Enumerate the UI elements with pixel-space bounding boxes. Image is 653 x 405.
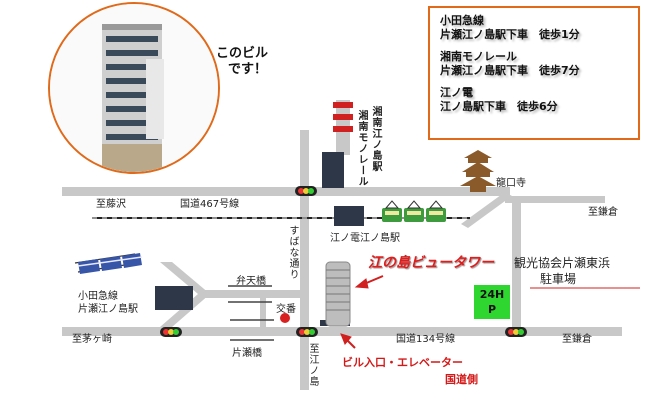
chigasaki-label: 至茅ヶ崎	[72, 334, 112, 345]
monorail-station-label: 湘南江ノ島駅	[370, 106, 381, 172]
to-enoshima-label: 至江ノ島	[307, 343, 318, 387]
road-island-left	[160, 262, 210, 327]
roads	[62, 130, 622, 390]
route134-label: 国道134号線	[396, 334, 456, 345]
road-upper-right	[505, 196, 605, 203]
enoden-station-building	[334, 206, 364, 226]
ryukoji-pagoda-icon	[460, 150, 496, 192]
photo-callout: このビル です！	[216, 46, 268, 78]
road-subana-vertical	[300, 130, 309, 390]
monorail-line-label: 湘南モノレール	[356, 110, 367, 187]
access-line-detail: 片瀬江ノ島駅下車 徒歩1分	[440, 28, 580, 41]
access-entry-monorail: 湘南モノレール片瀬江ノ島駅下車 徒歩7分	[440, 50, 628, 78]
road-route134	[62, 327, 622, 336]
road-diagonal	[461, 192, 512, 228]
bridge-lines	[228, 285, 274, 341]
ryukoji-label: 龍口寺	[496, 178, 526, 189]
traffic-light-west	[160, 327, 182, 337]
koban-icon	[280, 313, 290, 323]
view-tower-icon	[325, 261, 351, 327]
buildings	[155, 152, 364, 326]
road-east-vertical	[512, 196, 521, 336]
kamakura-top-label: 至鎌倉	[588, 207, 618, 218]
traffic-light-east	[505, 327, 527, 337]
access-entry-odakyu: 小田急線片瀬江ノ島駅下車 徒歩1分	[440, 14, 628, 42]
kamakura-bottom-label: 至鎌倉	[562, 334, 592, 345]
tower-name-label: 江の島ビュータワー	[368, 255, 494, 271]
route467-label: 国道467号線	[180, 199, 240, 210]
entrance-label-1: ビル入口・エレベーター	[342, 356, 463, 369]
tourism-parking-label-2: 駐車場	[540, 272, 577, 286]
access-line-detail: 片瀬江ノ島駅下車 徒歩7分	[440, 64, 580, 77]
access-line-name: 江ノ電	[440, 86, 473, 99]
koban-label: 交番	[276, 304, 296, 315]
traffic-light-467	[295, 186, 317, 196]
odakyu-station-building	[155, 286, 193, 310]
subana-street-label: すばな通り	[287, 225, 298, 280]
entrance-arrow-icon	[340, 333, 352, 345]
entrance-label-2: 国道側	[445, 373, 478, 386]
traffic-lights	[160, 186, 527, 337]
road-small-vertical	[260, 294, 266, 329]
photo-callout-line1: このビル	[216, 46, 269, 61]
building-photo	[48, 2, 220, 174]
monorail-station-building	[322, 152, 344, 188]
access-line-detail: 江ノ島駅下車 徒歩6分	[440, 100, 558, 113]
fujisawa-label: 至藤沢	[96, 199, 126, 210]
benten-bridge-label: 弁天橋	[236, 276, 266, 287]
building-photo-image	[50, 4, 218, 172]
traffic-light-center	[296, 327, 318, 337]
katase-bridge-label: 片瀬橋	[232, 348, 262, 359]
road-route467	[62, 187, 510, 196]
access-info-box: 小田急線片瀬江ノ島駅下車 徒歩1分 湘南モノレール片瀬江ノ島駅下車 徒歩7分 江…	[428, 6, 640, 140]
parking-sign: 24H P	[474, 285, 510, 319]
monorail-pylon	[333, 100, 353, 155]
access-line-name: 湘南モノレール	[440, 50, 517, 63]
tower-arrow-icon	[354, 278, 369, 289]
road-bridge-top	[205, 290, 300, 298]
enoden-station-label: 江ノ電江ノ島駅	[330, 233, 400, 244]
arrows	[149, 91, 640, 349]
tourism-parking-label-1: 観光協会片瀬東浜	[514, 256, 611, 270]
enoden-train-icon	[382, 200, 446, 222]
access-line-name: 小田急線	[440, 14, 484, 27]
photo-callout-line2: です！	[228, 62, 268, 77]
access-entry-enoden: 江ノ電江ノ島駅下車 徒歩6分	[440, 86, 628, 114]
odakyu-station-label: 小田急線 片瀬江ノ島駅	[78, 291, 138, 315]
odakyu-train-icon	[77, 253, 143, 274]
